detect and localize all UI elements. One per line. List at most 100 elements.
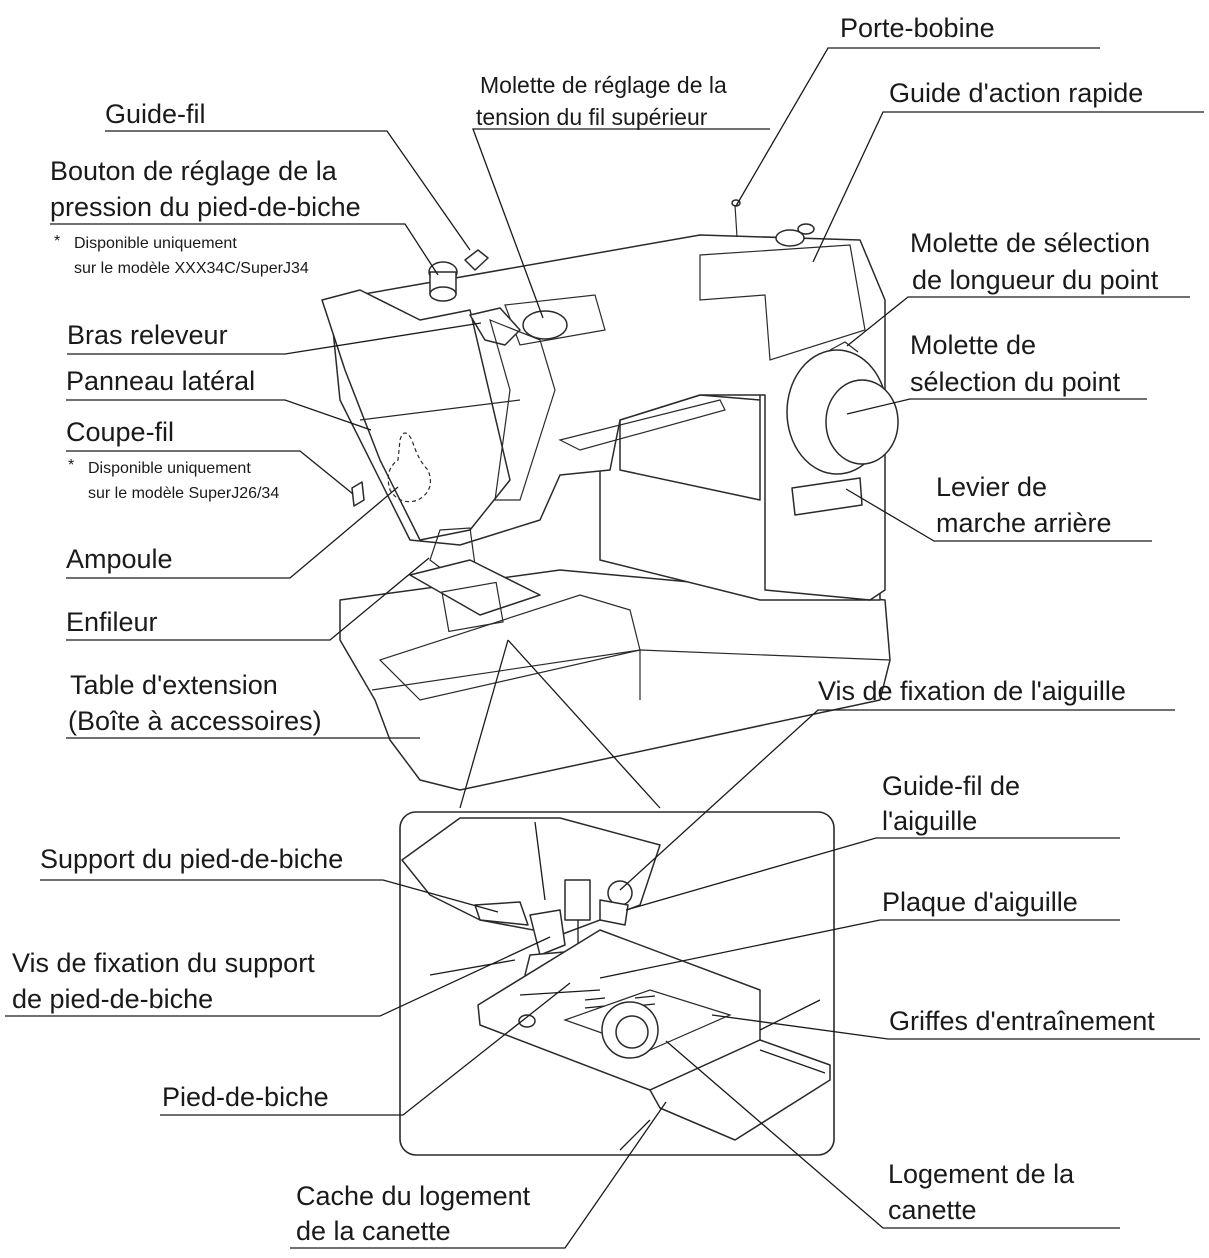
label-guide-fil-aiguille-line1: Guide-fil de <box>882 771 1020 801</box>
label-vis-support-line2: de pied-de-biche <box>12 984 213 1014</box>
leader-molette-tension <box>472 128 770 319</box>
label-enfileur: Enfileur <box>66 607 158 637</box>
note-coupe-fil-line1: Disponible uniquement <box>88 460 251 477</box>
leader-guide-action <box>812 111 1204 263</box>
arm-opening <box>558 399 726 451</box>
inset-table-edge-bottom <box>619 1119 651 1151</box>
label-bouton-pression-line1: Bouton de réglage de la <box>50 156 338 186</box>
stitch-length-dial <box>829 341 859 353</box>
label-vis-support-line1: Vis de fixation du support <box>12 948 315 978</box>
label-guide-fil: Guide-fil <box>105 99 206 129</box>
label-table-line2: (Boîte à accessoires) <box>68 706 322 736</box>
sewing-machine-illustration <box>321 199 899 791</box>
note-marker-2: * <box>68 457 74 474</box>
label-table-line1: Table d'extension <box>70 670 278 700</box>
detail-inset <box>399 811 835 1156</box>
label-bras-releveur: Bras releveur <box>67 320 228 350</box>
stitch-pattern-dial-inner <box>825 379 899 465</box>
leader-molette-longueur <box>846 296 1190 347</box>
label-plaque-aiguille: Plaque d'aiguille <box>882 887 1078 917</box>
leader-logement <box>665 1040 1120 1229</box>
take-up-lever-shape <box>469 307 521 346</box>
note-bouton-pression-line2: sur le modèle XXX34C/SuperJ34 <box>74 260 309 277</box>
magnifier-line-left <box>459 639 509 809</box>
label-logement-line1: Logement de la <box>888 1159 1075 1189</box>
inset-table-edge-left <box>429 959 516 976</box>
lightbulb-outline <box>387 432 431 503</box>
leader-lines <box>5 47 1204 1249</box>
leader-vis-support <box>5 936 551 1017</box>
leader-bouton-pression <box>50 223 439 276</box>
label-molette-tension-line2: tension du fil supérieur <box>476 104 708 130</box>
leader-pied-de-biche <box>160 982 571 1116</box>
label-cache-line1: Cache du logement <box>296 1181 531 1211</box>
reverse-lever-shape <box>791 477 863 516</box>
leader-guide-fil <box>105 130 471 251</box>
leader-panneau-lateral <box>66 399 372 431</box>
label-griffes: Griffes d'entraînement <box>889 1006 1155 1036</box>
inset-foot-holder <box>529 909 566 956</box>
needle-plate-upper <box>409 559 541 616</box>
side-panel-line <box>359 399 521 421</box>
label-vis-aiguille: Vis de fixation de l'aiguille <box>818 676 1126 706</box>
leader-enfileur <box>66 557 430 641</box>
inset-head-seam <box>534 821 546 901</box>
label-guide-action-rapide: Guide d'action rapide <box>889 78 1143 108</box>
front-cover-channel <box>489 318 556 501</box>
extension-table-shape <box>339 569 891 791</box>
labels: Porte-bobine Molette de réglage de la te… <box>12 13 1159 1246</box>
label-molette-tension-line1: Molette de réglage de la <box>480 72 727 98</box>
label-coupe-fil: Coupe-fil <box>66 417 174 447</box>
leader-ampoule <box>66 486 399 579</box>
label-bouton-pression-line2: pression du pied-de-biche <box>50 192 361 222</box>
inset-foot-holder-lever <box>474 901 529 926</box>
leader-coupe-fil <box>66 450 354 495</box>
label-levier-line1: Levier de <box>936 472 1047 502</box>
inset-needle-thread-guide <box>599 899 629 926</box>
leader-porte-bobine <box>735 47 1100 207</box>
label-logement-line2: canette <box>888 1195 977 1225</box>
note-marker-1: * <box>54 233 60 250</box>
label-molette-point-line1: Molette de <box>910 330 1036 360</box>
inset-bobbin <box>615 1015 649 1049</box>
inset-table-edge-right <box>759 999 821 1031</box>
note-bouton-pression-line1: Disponible uniquement <box>74 235 237 252</box>
label-molette-point-line2: sélection du point <box>910 367 1121 397</box>
bobbin-cover-upper <box>441 581 504 633</box>
leader-bras-releveur <box>67 322 482 355</box>
label-pied-de-biche: Pied-de-biche <box>162 1082 329 1112</box>
inset-bobbin-cover-edge <box>759 1049 826 1074</box>
inset-seam-guide <box>519 989 601 996</box>
label-panneau-lateral: Panneau latéral <box>66 366 255 396</box>
label-levier-line2: marche arrière <box>936 508 1112 538</box>
leader-vis-aiguille <box>619 709 1175 891</box>
leader-guide-fil-aiguille <box>625 837 1120 911</box>
bobbin-winder-stop <box>797 223 815 235</box>
tension-dial <box>522 310 568 340</box>
leader-molette-point <box>846 398 1147 415</box>
leader-support-pied <box>40 879 499 913</box>
magnifier-line-right <box>507 639 661 809</box>
leader-griffes <box>711 1014 1200 1040</box>
inset-needle-bar <box>564 879 591 921</box>
note-coupe-fil-line2: sur le modèle SuperJ26/34 <box>88 485 279 502</box>
thread-cutter-shape <box>351 481 365 507</box>
bobbin-winder <box>775 229 805 247</box>
inset-machine-head <box>401 817 661 936</box>
leader-cache <box>290 1101 667 1249</box>
inset-plate-screw <box>518 1014 536 1028</box>
label-molette-longueur-line2: de longueur du point <box>912 265 1159 295</box>
leader-levier <box>845 488 1152 542</box>
spool-pin-shape <box>734 204 738 238</box>
presser-pressure-knob-base <box>429 286 457 302</box>
label-molette-longueur-line1: Molette de sélection <box>910 228 1150 258</box>
thread-guide-shape <box>464 249 489 271</box>
extension-table-lid <box>378 594 641 701</box>
label-support-pied: Support du pied-de-biche <box>40 844 343 874</box>
label-guide-fil-aiguille-line2: l'aiguille <box>882 806 977 836</box>
quick-guide-panel <box>699 244 866 361</box>
label-ampoule: Ampoule <box>66 544 173 574</box>
label-cache-line2: de la canette <box>296 1216 451 1246</box>
